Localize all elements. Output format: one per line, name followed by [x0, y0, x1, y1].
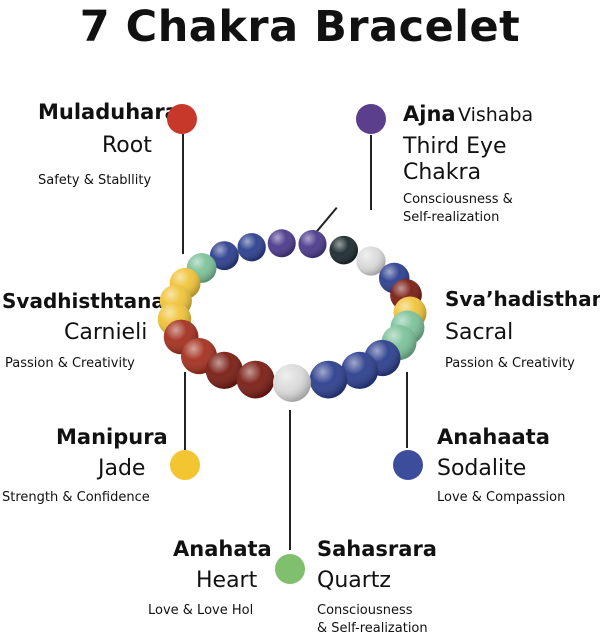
connector-ajna [370, 135, 372, 210]
connector-anahaata [406, 372, 408, 448]
chakra-desc-anahata: Love & Love Hol [148, 603, 254, 618]
chakra-stone-third-eye: Third Eye [403, 134, 507, 159]
chakra-name-anahata: Anahata [173, 537, 272, 561]
chakra-stone-jade: Jade [98, 456, 146, 481]
chakra-stone-heart: Heart [196, 568, 258, 593]
connector-manipura [184, 372, 186, 450]
chakra-desc-svahadisthana: Passion & Creativity [445, 356, 575, 371]
chakra-desc-sahasrara-2: & Self-realization [317, 621, 428, 636]
chakra-stone-sodalite: Sodalite [437, 456, 527, 481]
chakra-name-muladuhara: Muladuhara [38, 100, 179, 124]
chakra-name-ajna: Ajna [403, 102, 456, 126]
chakra-stone-sacral: Sacral [445, 320, 514, 345]
chakra-name-svadhisthtana: Svadhisthtana [2, 289, 165, 313]
chakra-extra-vishaba: Vishaba [458, 104, 534, 126]
chakra-stone-quartz: Quartz [317, 568, 391, 593]
chakra-name-anahaata: Anahaata [437, 425, 550, 449]
page-title: 7 Chakra Bracelet [79, 2, 521, 52]
color-dot-purple [356, 104, 386, 134]
bead-shine [341, 351, 379, 389]
bead-shine [236, 360, 275, 399]
bead-shine [298, 230, 327, 259]
chakra-stone-carnieli: Carnieli [64, 320, 148, 345]
color-dot-yellow [170, 450, 200, 480]
chakra-desc-anahaata: Love & Compassion [437, 490, 566, 505]
chakra-name-sahasrara: Sahasrara [317, 537, 437, 561]
color-dot-green [275, 554, 305, 584]
bead-shine [237, 233, 266, 262]
chakra-desc-svadhisthtana: Passion & Creativity [5, 356, 135, 371]
bead-shine [309, 360, 348, 399]
color-dot-red [167, 104, 197, 134]
chakra-name-manipura: Manipura [56, 425, 168, 449]
chakra-stone-root: Root [102, 133, 152, 158]
bead-shine [329, 235, 358, 265]
bead-shine [209, 241, 239, 271]
bead-shine [356, 246, 386, 276]
bead-shine [273, 364, 311, 402]
chakra-desc-ajna-1: Consciousness & [403, 192, 513, 207]
chakra-desc-muladuhara: Safety & Stabllity [38, 173, 152, 188]
chakra-desc-manipura: Strength & Confidence [2, 490, 150, 505]
bead-shine [267, 229, 296, 258]
color-dot-blue [393, 450, 423, 480]
bead-shine [205, 351, 243, 389]
chakra-stone-chakra: Chakra [403, 160, 482, 185]
connector-anahata [289, 410, 291, 550]
connector-muladhara [182, 134, 184, 254]
chakra-name-svahadisthana: Sva’hadisthana [445, 287, 600, 311]
chakra-desc-ajna-2: Self-realization [403, 210, 500, 225]
chakra-desc-sahasrara-1: Consciousness [317, 603, 413, 618]
